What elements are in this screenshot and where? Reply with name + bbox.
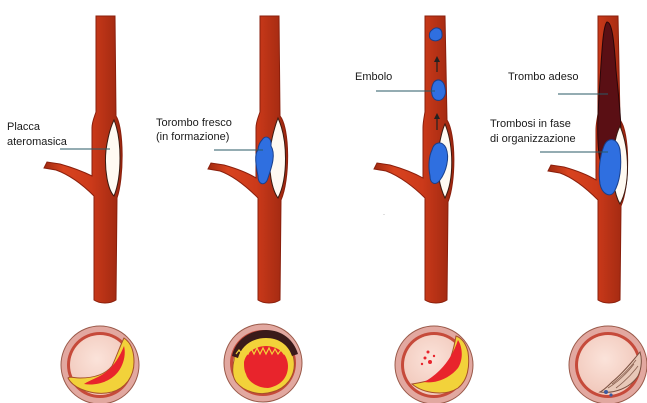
vessel-2-fresh-thrombus: Torombo fresco (in formazione) xyxy=(156,16,288,303)
cross-section-3 xyxy=(395,326,473,403)
vessel-1-plaque: Placca ateromasica xyxy=(7,16,122,303)
label-trombo-adeso: Trombo adeso xyxy=(508,71,579,83)
vessel-3-embolus: Embolo · xyxy=(355,16,454,303)
label-placca-1: Placca xyxy=(7,121,41,133)
cross-section-4 xyxy=(569,326,647,403)
cross-section-1 xyxy=(61,326,139,403)
label-trombosi-1: Trombosi in fase xyxy=(490,118,571,130)
label-placca-2: ateromasica xyxy=(7,136,68,148)
label-torombo-2: (in formazione) xyxy=(156,131,229,143)
stray-dot: · xyxy=(383,212,385,218)
cross-section-2 xyxy=(224,324,302,402)
label-embolo: Embolo xyxy=(355,71,392,83)
vessel-3-embolus-mid xyxy=(432,80,446,100)
vessel-4-organized-thrombus: Trombo adeso Trombosi in fase di organiz… xyxy=(490,16,628,303)
label-trombosi-2: di organizzazione xyxy=(490,133,576,145)
label-torombo-1: Torombo fresco xyxy=(156,117,232,129)
